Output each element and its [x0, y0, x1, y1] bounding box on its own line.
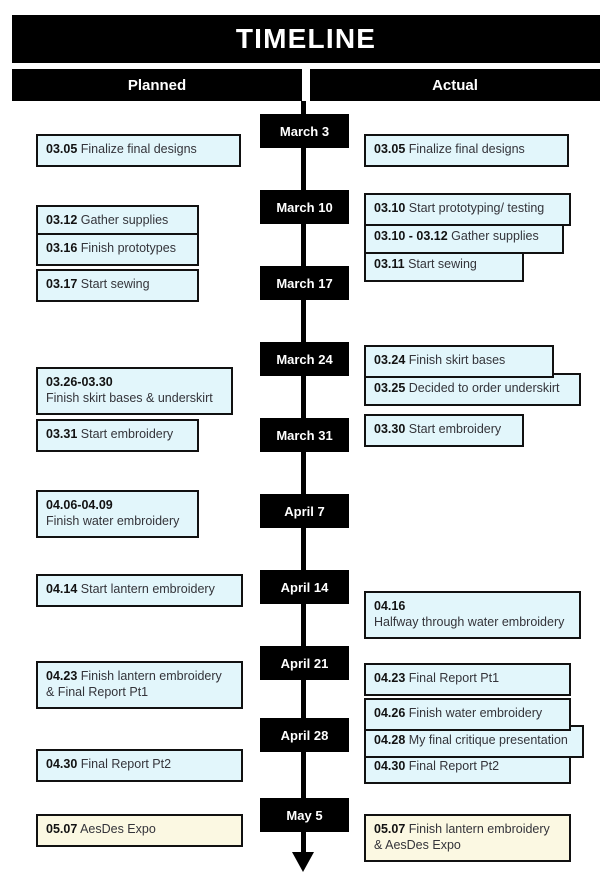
event-description: Final Report Pt1	[405, 671, 500, 685]
timeline-event-card[interactable]: 03.10 - 03.12 Gather supplies	[364, 221, 564, 254]
event-description: Finish prototypes	[77, 241, 176, 255]
timeline-event-card[interactable]: 03.31 Start embroidery	[36, 419, 199, 452]
event-description: Finish water embroidery	[405, 706, 543, 720]
event-date: 04.28	[374, 733, 406, 747]
event-description: Start prototyping/ testing	[405, 201, 545, 215]
date-marker[interactable]: March 24	[260, 342, 349, 376]
event-description: Start sewing	[404, 257, 477, 271]
timeline-event-card[interactable]: 05.07 AesDes Expo	[36, 814, 243, 847]
column-header-bar: Planned Actual	[12, 69, 600, 101]
date-marker[interactable]: April 14	[260, 570, 349, 604]
event-description: Start sewing	[77, 277, 150, 291]
timeline-event-card[interactable]: 03.30 Start embroidery	[364, 414, 524, 447]
event-description: Gather supplies	[77, 213, 169, 227]
event-description: Gather supplies	[447, 229, 539, 243]
page-title-bar: TIMELINE	[12, 15, 600, 63]
date-marker[interactable]: March 10	[260, 190, 349, 224]
event-date: 04.30	[374, 759, 406, 773]
timeline-event-card[interactable]: 04.14 Start lantern embroidery	[36, 574, 243, 607]
timeline-event-card[interactable]: 03.12 Gather supplies	[36, 205, 199, 238]
event-date: 03.17	[46, 277, 78, 291]
event-date: 04.26	[374, 706, 406, 720]
event-description: Finalize final designs	[405, 142, 525, 156]
event-description: Start embroidery	[405, 422, 502, 436]
column-divider	[302, 69, 310, 101]
timeline-event-card[interactable]: 04.26 Finish water embroidery	[364, 698, 571, 731]
event-date: 03.05	[46, 142, 78, 156]
event-description: Finalize final designs	[77, 142, 197, 156]
event-date: 04.14	[46, 582, 78, 596]
column-header-actual: Actual	[310, 69, 600, 101]
event-date: 03.12	[46, 213, 78, 227]
date-marker[interactable]: April 21	[260, 646, 349, 680]
event-description: Start embroidery	[77, 427, 174, 441]
event-description: Finish lantern embroidery & AesDes Expo	[374, 822, 550, 852]
event-date: 04.16	[374, 599, 406, 613]
event-description: AesDes Expo	[77, 822, 156, 836]
timeline-event-card[interactable]: 03.24 Finish skirt bases	[364, 345, 554, 378]
timeline-event-card[interactable]: 03.17 Start sewing	[36, 269, 199, 302]
date-marker[interactable]: April 7	[260, 494, 349, 528]
event-date: 04.23	[374, 671, 406, 685]
date-marker[interactable]: March 31	[260, 418, 349, 452]
date-marker[interactable]: March 3	[260, 114, 349, 148]
timeline-event-card[interactable]: 04.23 Final Report Pt1	[364, 663, 571, 696]
event-date: 03.25	[374, 381, 406, 395]
event-date: 03.10 - 03.12	[374, 229, 448, 243]
event-description: Start lantern embroidery	[77, 582, 215, 596]
event-description: Decided to order underskirt	[405, 381, 560, 395]
timeline-event-card[interactable]: 03.10 Start prototyping/ testing	[364, 193, 571, 226]
date-marker[interactable]: March 17	[260, 266, 349, 300]
event-date: 04.06-04.09	[46, 498, 113, 512]
event-date: 04.30	[46, 757, 78, 771]
event-date: 03.24	[374, 353, 406, 367]
arrow-down-icon	[292, 852, 314, 872]
event-date: 03.26-03.30	[46, 375, 113, 389]
timeline-event-card[interactable]: 05.07 Finish lantern embroidery & AesDes…	[364, 814, 571, 863]
event-description: My final critique presentation	[405, 733, 568, 747]
event-description: Finish water embroidery	[46, 513, 180, 528]
event-date: 03.31	[46, 427, 78, 441]
event-date: 05.07	[374, 822, 406, 836]
timeline-event-card[interactable]: 03.05 Finalize final designs	[364, 134, 569, 167]
timeline-spine	[301, 101, 306, 856]
event-date: 03.16	[46, 241, 78, 255]
event-description: Final Report Pt2	[405, 759, 500, 773]
date-marker[interactable]: April 28	[260, 718, 349, 752]
page-title: TIMELINE	[235, 23, 377, 54]
event-date: 03.11	[374, 257, 405, 271]
timeline-event-card[interactable]: 03.16 Finish prototypes	[36, 233, 199, 266]
timeline-event-card[interactable]: 03.11 Start sewing	[364, 249, 524, 282]
event-date: 03.30	[374, 422, 406, 436]
timeline-event-card[interactable]: 03.05 Finalize final designs	[36, 134, 241, 167]
date-marker[interactable]: May 5	[260, 798, 349, 832]
event-date: 03.10	[374, 201, 406, 215]
event-description: Final Report Pt2	[77, 757, 172, 771]
timeline-event-card[interactable]: 04.23 Finish lantern embroidery & Final …	[36, 661, 243, 710]
event-date: 05.07	[46, 822, 78, 836]
event-description: Finish skirt bases	[405, 353, 506, 367]
event-description: Halfway through water embroidery	[374, 614, 565, 629]
event-date: 03.05	[374, 142, 406, 156]
event-description: Finish skirt bases & underskirt	[46, 390, 213, 405]
timeline-event-card[interactable]: 03.25 Decided to order underskirt	[364, 373, 581, 406]
event-description: Finish lantern embroidery & Final Report…	[46, 669, 222, 699]
timeline-event-card[interactable]: 04.30 Final Report Pt2	[36, 749, 243, 782]
event-date: 04.23	[46, 669, 78, 683]
column-header-planned: Planned	[12, 69, 302, 101]
